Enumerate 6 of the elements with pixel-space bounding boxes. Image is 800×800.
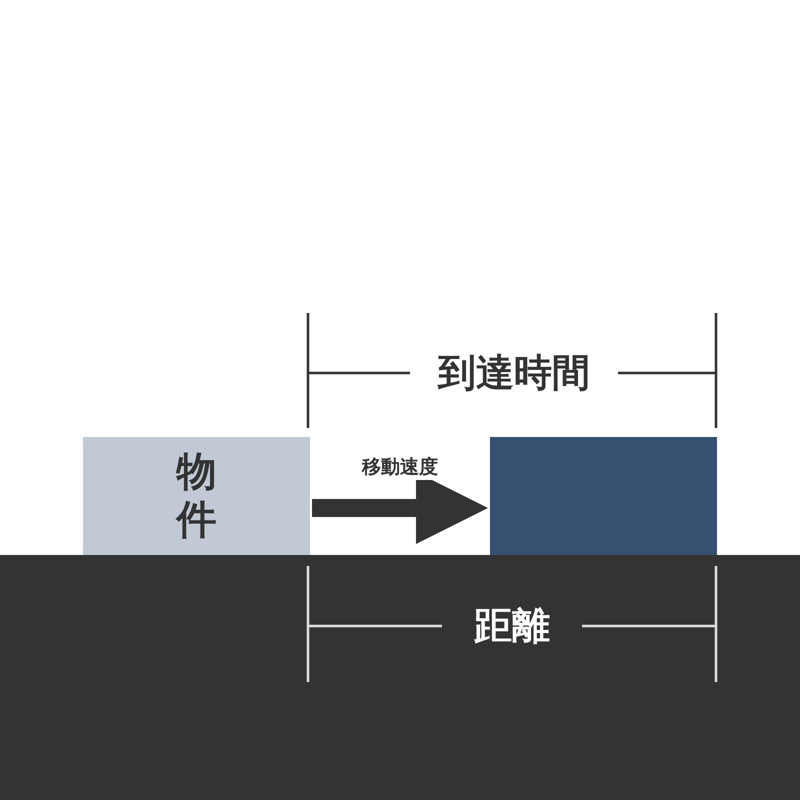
dimension-label: 到達時間 (438, 350, 590, 396)
target-box (490, 437, 717, 555)
edge-label: 移動速度 (360, 454, 440, 480)
node-label: 物件 (174, 448, 218, 544)
object-box (83, 437, 310, 555)
dimension-label: 距離 (474, 602, 550, 650)
